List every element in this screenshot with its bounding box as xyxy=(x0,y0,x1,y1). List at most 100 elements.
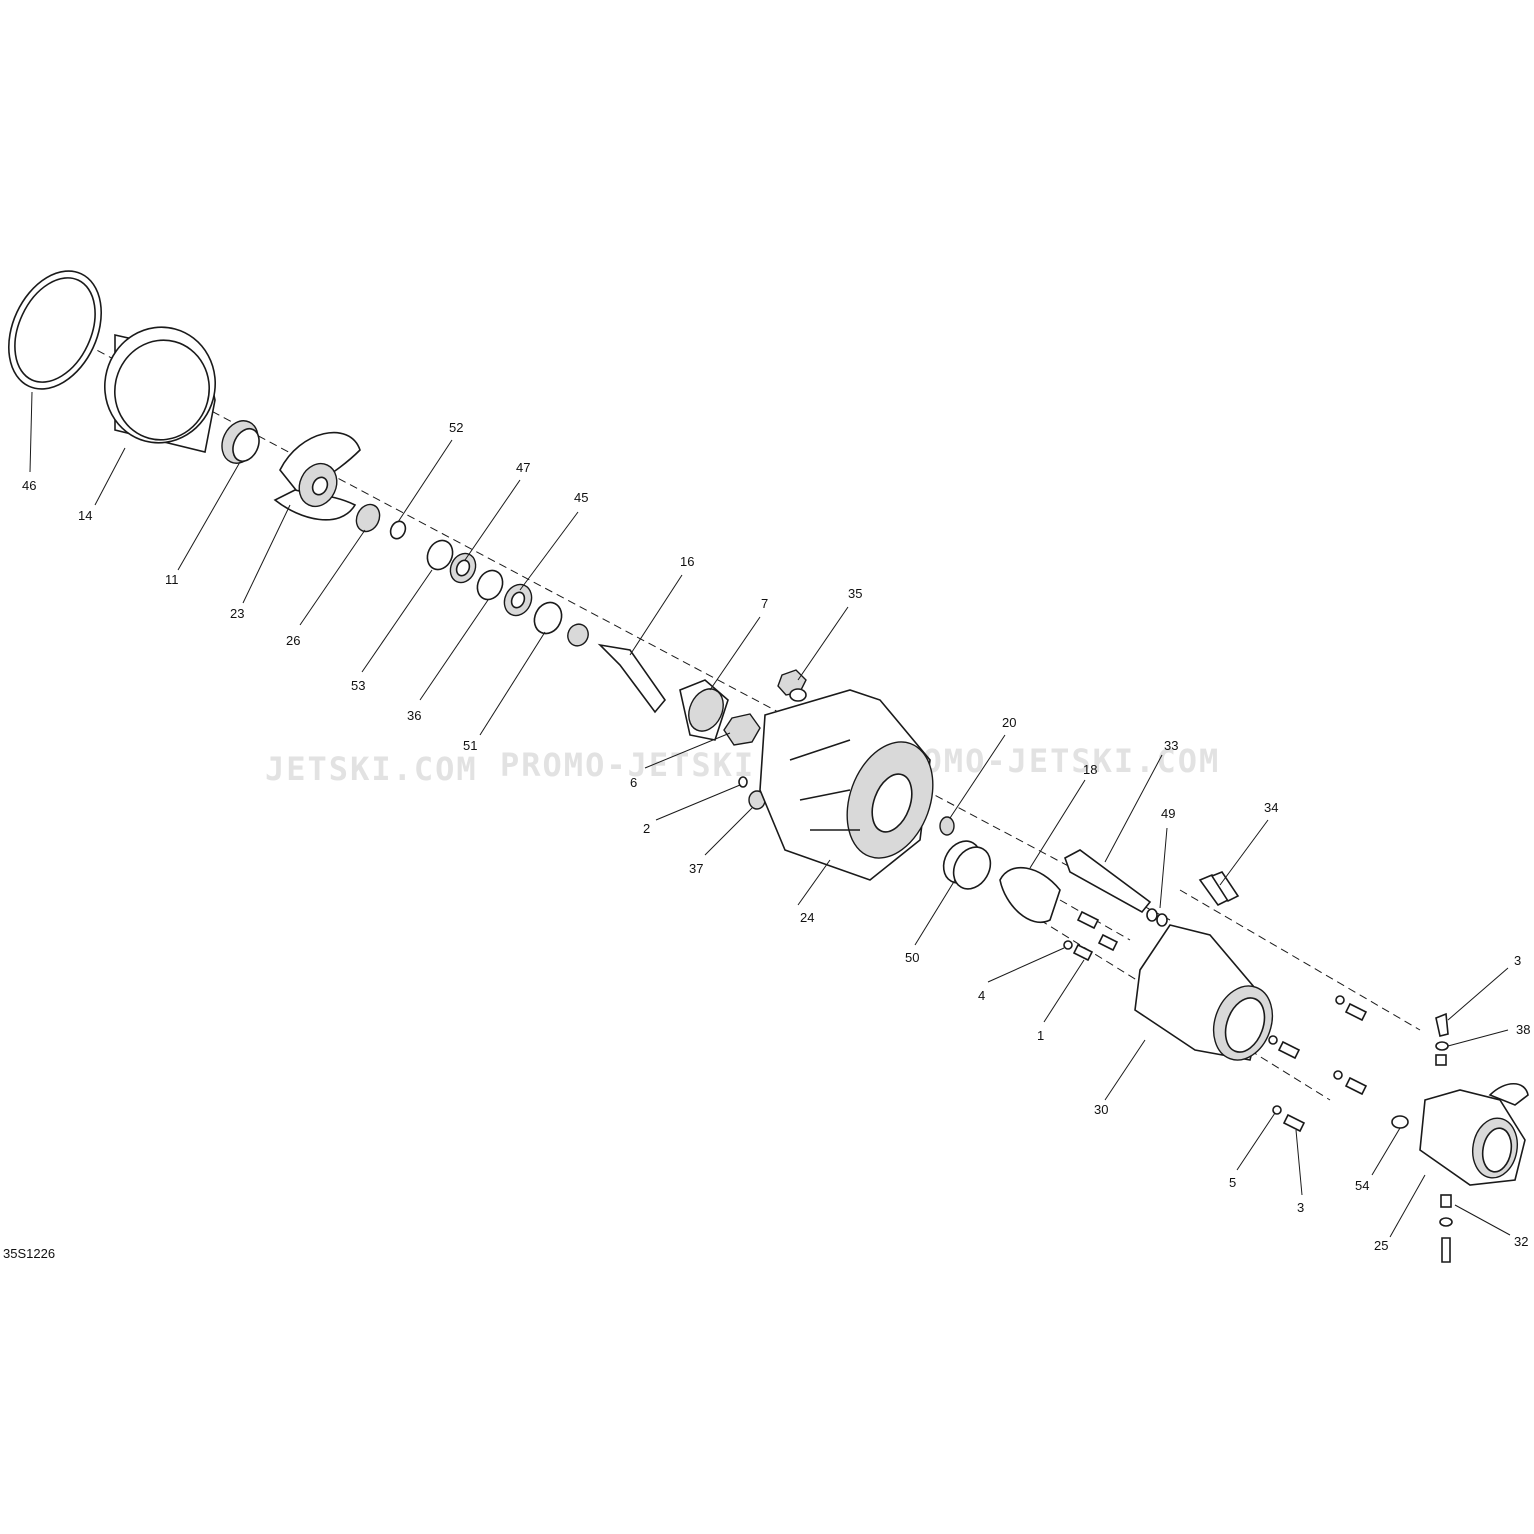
callout-23: 23 xyxy=(230,606,244,621)
callout-3-upper: 3 xyxy=(1514,953,1521,968)
rear-axis-line xyxy=(1179,889,1421,1031)
leader-3-lower xyxy=(1295,1129,1303,1196)
part-7-bearing xyxy=(679,679,729,741)
spacer xyxy=(567,623,589,647)
callout-26: 26 xyxy=(286,633,300,648)
leader-2 xyxy=(655,784,741,821)
leader-20 xyxy=(949,734,1006,819)
part-33-anode xyxy=(1064,849,1152,914)
part-52-o-ring xyxy=(389,520,407,540)
part-51-ring xyxy=(533,601,563,635)
callout-51: 51 xyxy=(463,738,477,753)
part-26-sleeve xyxy=(355,503,381,533)
leader-33 xyxy=(1104,754,1163,863)
callout-11: 11 xyxy=(165,572,179,587)
leader-45 xyxy=(519,511,579,591)
parts xyxy=(7,270,1529,1263)
part-47-seal xyxy=(449,552,477,584)
callout-3-lower: 3 xyxy=(1297,1200,1304,1215)
part-2-screw xyxy=(738,776,748,788)
callout-24: 24 xyxy=(800,910,814,925)
callout-1: 1 xyxy=(1037,1028,1044,1043)
leader-24 xyxy=(797,859,831,906)
leader-52 xyxy=(397,439,453,523)
leader-50 xyxy=(914,879,956,946)
part-46-ring xyxy=(7,270,103,390)
part-18-cone xyxy=(999,866,1061,923)
callout-53: 53 xyxy=(351,678,365,693)
part-30-venturi xyxy=(1134,924,1274,1061)
callout-49: 49 xyxy=(1161,806,1175,821)
leader-7 xyxy=(709,616,761,691)
callout-38: 38 xyxy=(1516,1022,1530,1037)
leader-6 xyxy=(644,732,731,769)
callout-labels: 46 14 11 23 26 52 53 47 36 45 51 16 7 6 … xyxy=(22,420,1530,1253)
part-25-nozzle xyxy=(1419,1082,1529,1186)
leader-lines xyxy=(29,391,1511,1238)
leader-51 xyxy=(479,631,546,736)
part-49-washers xyxy=(1146,908,1168,927)
leader-23 xyxy=(242,504,291,604)
callout-35: 35 xyxy=(848,586,862,601)
leader-53 xyxy=(361,569,433,673)
leader-36 xyxy=(419,599,489,701)
callout-14: 14 xyxy=(78,508,92,523)
callout-32: 32 xyxy=(1514,1234,1528,1249)
part-34-pins xyxy=(1198,871,1240,907)
part-36-ring xyxy=(476,569,504,601)
leader-34 xyxy=(1219,819,1269,886)
callout-52: 52 xyxy=(449,420,463,435)
callout-5: 5 xyxy=(1229,1175,1236,1190)
leader-54 xyxy=(1371,1127,1401,1176)
part-16-shaft xyxy=(597,643,667,714)
part-14-wear-ring xyxy=(103,326,217,453)
callout-4: 4 xyxy=(978,988,985,1003)
callout-36: 36 xyxy=(407,708,421,723)
callout-50: 50 xyxy=(905,950,919,965)
callout-30: 30 xyxy=(1094,1102,1108,1117)
leader-30 xyxy=(1104,1039,1146,1101)
part-24-pump-housing xyxy=(759,689,934,881)
callout-6: 6 xyxy=(630,775,637,790)
part-32-lower-fasteners xyxy=(1439,1194,1453,1263)
leader-16 xyxy=(629,574,683,656)
callout-20: 20 xyxy=(1002,715,1016,730)
leader-47 xyxy=(464,479,521,561)
callout-18: 18 xyxy=(1083,762,1097,777)
leader-35 xyxy=(797,606,849,681)
part-35-plug xyxy=(777,669,807,702)
venturi-bolts xyxy=(1268,995,1368,1133)
leader-5 xyxy=(1236,1112,1276,1171)
leader-14 xyxy=(94,447,126,506)
callout-54: 54 xyxy=(1355,1178,1369,1193)
part-45-seal xyxy=(503,583,533,617)
parts-3-38-upper xyxy=(1435,1012,1449,1066)
leader-49 xyxy=(1159,827,1168,909)
part-54-bushing xyxy=(1391,1115,1409,1129)
part-23-impeller xyxy=(273,431,361,521)
watermark-text-1: JETSKI.COM xyxy=(265,750,478,788)
part-6-nut xyxy=(723,713,761,746)
part-53-circlip xyxy=(426,539,454,571)
callout-46: 46 xyxy=(22,478,36,493)
part-20-bushing xyxy=(939,816,955,836)
leader-1 xyxy=(1043,959,1085,1023)
callout-34: 34 xyxy=(1264,800,1278,815)
leader-3-upper xyxy=(1447,967,1509,1021)
callout-7: 7 xyxy=(761,596,768,611)
leader-18 xyxy=(1029,779,1086,869)
callout-37: 37 xyxy=(689,861,703,876)
leader-38 xyxy=(1447,1029,1509,1047)
part-11-cone xyxy=(221,420,260,464)
callout-16: 16 xyxy=(680,554,694,569)
leader-32 xyxy=(1454,1204,1511,1236)
parts-4-1-fasteners xyxy=(1063,910,1119,962)
callout-33: 33 xyxy=(1164,738,1178,753)
drawing-reference-code: 35S1226 xyxy=(3,1246,55,1261)
callout-45: 45 xyxy=(574,490,588,505)
main-axis-line xyxy=(39,319,1171,921)
leader-37 xyxy=(704,807,753,856)
leader-4 xyxy=(987,947,1065,983)
watermark-text-3: PROMO-JETSKI.COM xyxy=(880,742,1220,780)
